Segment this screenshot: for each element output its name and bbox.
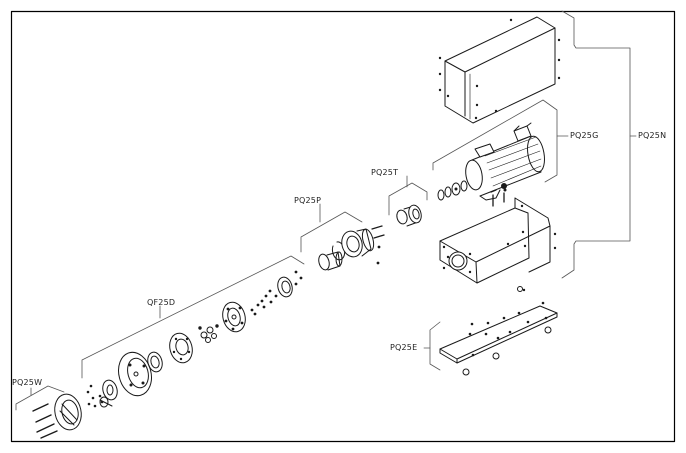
large-disc-part (118, 351, 152, 397)
motor-shaft-parts (437, 180, 468, 201)
shaft-adapter-part (318, 251, 343, 271)
gasket-ring-part (147, 351, 163, 373)
small-hub-part (99, 379, 118, 408)
bracket-pq25w (15, 385, 65, 411)
end-disc-bolts (32, 403, 58, 439)
motor-body (465, 122, 545, 201)
drawing-frame (10, 10, 676, 443)
bracket-pq25n (561, 10, 637, 279)
bracket-pq25e (423, 321, 441, 371)
top-cover-part (438, 16, 561, 124)
bracket-pq25p (300, 203, 363, 253)
motor-bolts (490, 188, 507, 207)
flange-ring-part (169, 332, 193, 364)
end-disc-part (54, 393, 82, 431)
label-pq25g: PQ25G (570, 131, 599, 140)
bracket-qf25d (81, 255, 305, 379)
housing-cup-part (341, 228, 375, 258)
coupler-small-parts (198, 324, 219, 343)
small-bolts-cluster-1 (86, 384, 104, 408)
base-plate-part (439, 286, 558, 376)
coupling-part (396, 204, 422, 227)
bracket-pq25t (388, 175, 428, 216)
label-pq25p: PQ25P (294, 196, 322, 205)
label-pq25w: PQ25W (12, 378, 43, 387)
label-pq25n: PQ25N (638, 131, 667, 140)
label-qf25d: QF25D (147, 298, 176, 307)
bracket-pq25g (432, 99, 569, 183)
label-pq25e: PQ25E (390, 343, 418, 352)
small-bolts-cluster-2 (250, 270, 303, 316)
label-pq25t: PQ25T (371, 168, 399, 177)
housing-screws (371, 225, 385, 265)
base-frame-part (439, 197, 557, 292)
bearing-ring-part (277, 276, 293, 298)
toothed-wheel-part (222, 301, 246, 333)
